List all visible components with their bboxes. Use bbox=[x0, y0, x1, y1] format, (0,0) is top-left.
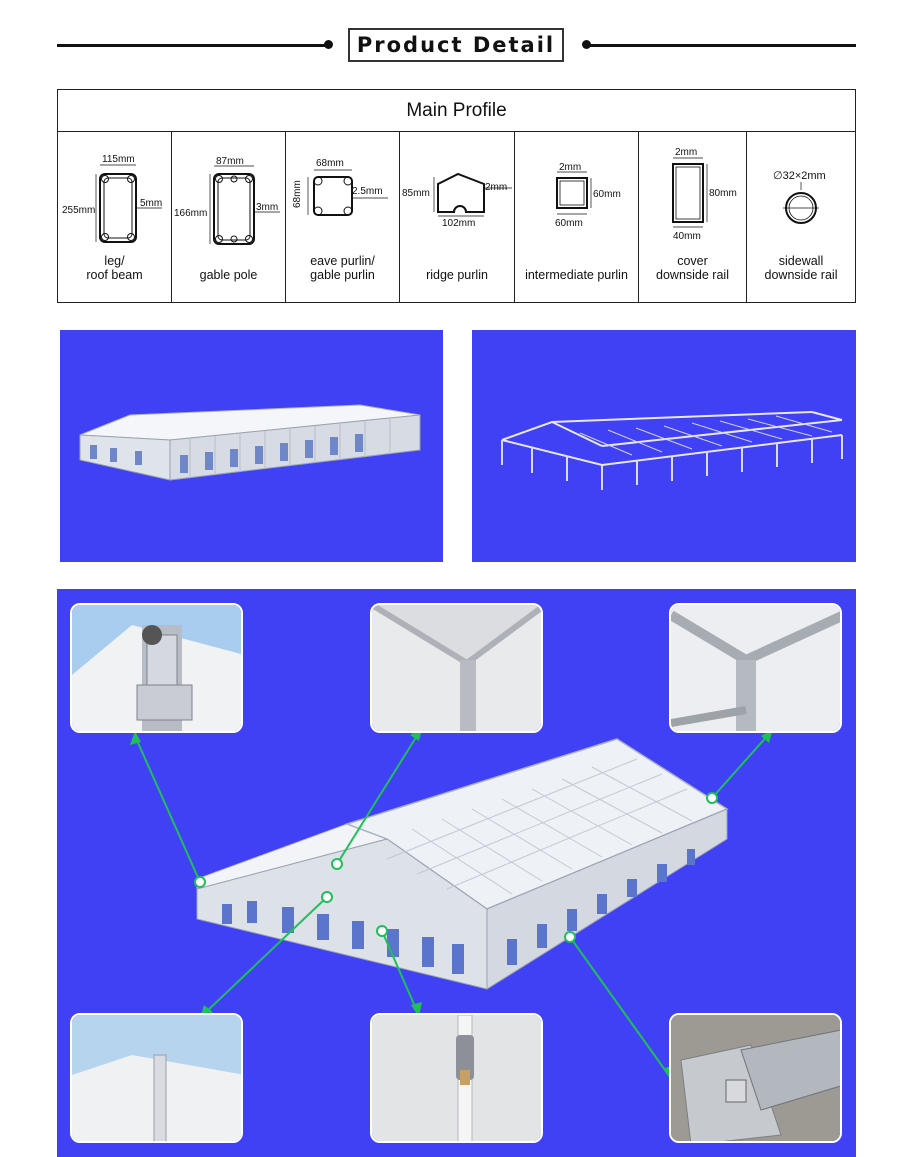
header-dot-left bbox=[324, 40, 333, 49]
base-plate-photo bbox=[671, 1015, 840, 1141]
profile-cover-downside-rail: 2mm 80mm 40mm cover downside rail bbox=[639, 132, 747, 302]
gable-pole-drawing bbox=[209, 165, 280, 245]
main-profile-table: Main Profile 115mm 255mm 5mm leg/ bbox=[57, 89, 856, 303]
tent-covered-render bbox=[79, 404, 421, 481]
profile-ridge-purlin: 85mm 2mm 102mm ridge purlin bbox=[400, 132, 515, 302]
gable-joint-photo bbox=[372, 605, 541, 731]
dim-height: 80mm bbox=[709, 188, 737, 199]
detail-thumb-wall-edge bbox=[70, 1013, 243, 1143]
detail-callout-panel bbox=[57, 589, 856, 1157]
label-line-1: cover bbox=[677, 254, 708, 268]
page-title: Product Detail bbox=[348, 28, 564, 62]
dim-height: 255mm bbox=[62, 205, 96, 216]
wall-edge-photo bbox=[72, 1015, 241, 1141]
profile-label: sidewall downside rail bbox=[747, 254, 855, 282]
label-line-1: sidewall bbox=[778, 254, 824, 268]
profile-label: leg/ roof beam bbox=[58, 254, 171, 282]
dim-height: 60mm bbox=[593, 189, 621, 200]
detail-thumb-base-plate bbox=[669, 1013, 842, 1143]
corner-bracket-photo bbox=[72, 605, 241, 731]
dim-thickness: 5mm bbox=[140, 198, 163, 209]
eave-purlin-drawing bbox=[307, 169, 388, 216]
dim-width: 68mm bbox=[316, 158, 344, 169]
label-line-2: gable purlin bbox=[310, 268, 375, 282]
table-heading: Main Profile bbox=[58, 90, 855, 132]
label-line-2: gable pole bbox=[199, 268, 258, 282]
profile-leg-roof-beam: 115mm 255mm 5mm leg/ roof beam bbox=[58, 132, 172, 302]
dim-width: 87mm bbox=[216, 156, 244, 167]
profile-label: ridge purlin bbox=[400, 268, 514, 282]
label-line-2: roof beam bbox=[86, 268, 143, 282]
dim-width: 60mm bbox=[555, 218, 583, 229]
label-line-2: downside rail bbox=[656, 268, 729, 282]
intermediate-purlin-drawing bbox=[556, 171, 592, 215]
header-line-right bbox=[588, 44, 856, 47]
profile-label: cover downside rail bbox=[639, 254, 746, 282]
detail-thumb-gable-joint bbox=[370, 603, 543, 733]
profile-sidewall-downside-rail: ∅32×2mm sidewall downside rail bbox=[747, 132, 855, 302]
dim-height: 166mm bbox=[174, 208, 208, 219]
label-line-1: eave purlin/ bbox=[310, 254, 375, 268]
label-line-2: intermediate purlin bbox=[525, 268, 628, 282]
profile-intermediate-purlin: 2mm 60mm 60mm intermediate purlin bbox=[515, 132, 639, 302]
label-line-2: ridge purlin bbox=[426, 268, 488, 282]
profile-label: gable pole bbox=[172, 268, 285, 282]
eave-connector-photo bbox=[671, 605, 840, 731]
profile-label: eave purlin/ gable purlin bbox=[286, 254, 399, 282]
cover-rail-drawing bbox=[672, 157, 708, 228]
dim-height: 85mm bbox=[402, 188, 430, 199]
dim-thickness: 2mm bbox=[675, 147, 698, 158]
dim-thickness: 2mm bbox=[485, 182, 508, 193]
label-line-2: downside rail bbox=[764, 268, 838, 282]
dim-width: 102mm bbox=[442, 218, 476, 229]
dim-diameter: ∅32×2mm bbox=[773, 170, 826, 182]
dim-width: 115mm bbox=[102, 154, 135, 165]
dim-thickness: 2mm bbox=[559, 162, 582, 173]
detail-thumb-eave-connector bbox=[669, 603, 842, 733]
profile-label: intermediate purlin bbox=[515, 268, 638, 282]
profile-gable-pole: 87mm 166mm 3mm gable pole bbox=[172, 132, 286, 302]
detail-thumb-ratchet-buckle bbox=[370, 1013, 543, 1143]
profile-row: 115mm 255mm 5mm leg/ roof beam bbox=[58, 132, 855, 302]
tent-frame-render bbox=[501, 411, 843, 490]
detail-tent-render bbox=[130, 726, 773, 1081]
dim-thickness: 2.5mm bbox=[352, 186, 383, 197]
profile-eave-gable-purlin: 68mm 68mm 2.5mm eave purlin/ gable purli… bbox=[286, 132, 400, 302]
sidewall-rail-drawing bbox=[783, 182, 819, 224]
label-line-1: leg/ bbox=[104, 254, 125, 268]
header-dot-right bbox=[582, 40, 591, 49]
header-line-left bbox=[57, 44, 327, 47]
ridge-purlin-drawing bbox=[433, 172, 512, 217]
leg-profile-drawing bbox=[95, 164, 162, 243]
dim-width: 40mm bbox=[673, 231, 701, 242]
tent-frame-image bbox=[472, 330, 856, 562]
ratchet-buckle-photo bbox=[372, 1015, 541, 1141]
detail-thumb-corner-bracket bbox=[70, 603, 243, 733]
dim-thickness: 3mm bbox=[256, 202, 279, 213]
tent-covered-image bbox=[60, 330, 443, 562]
dim-height: 68mm bbox=[292, 180, 303, 208]
